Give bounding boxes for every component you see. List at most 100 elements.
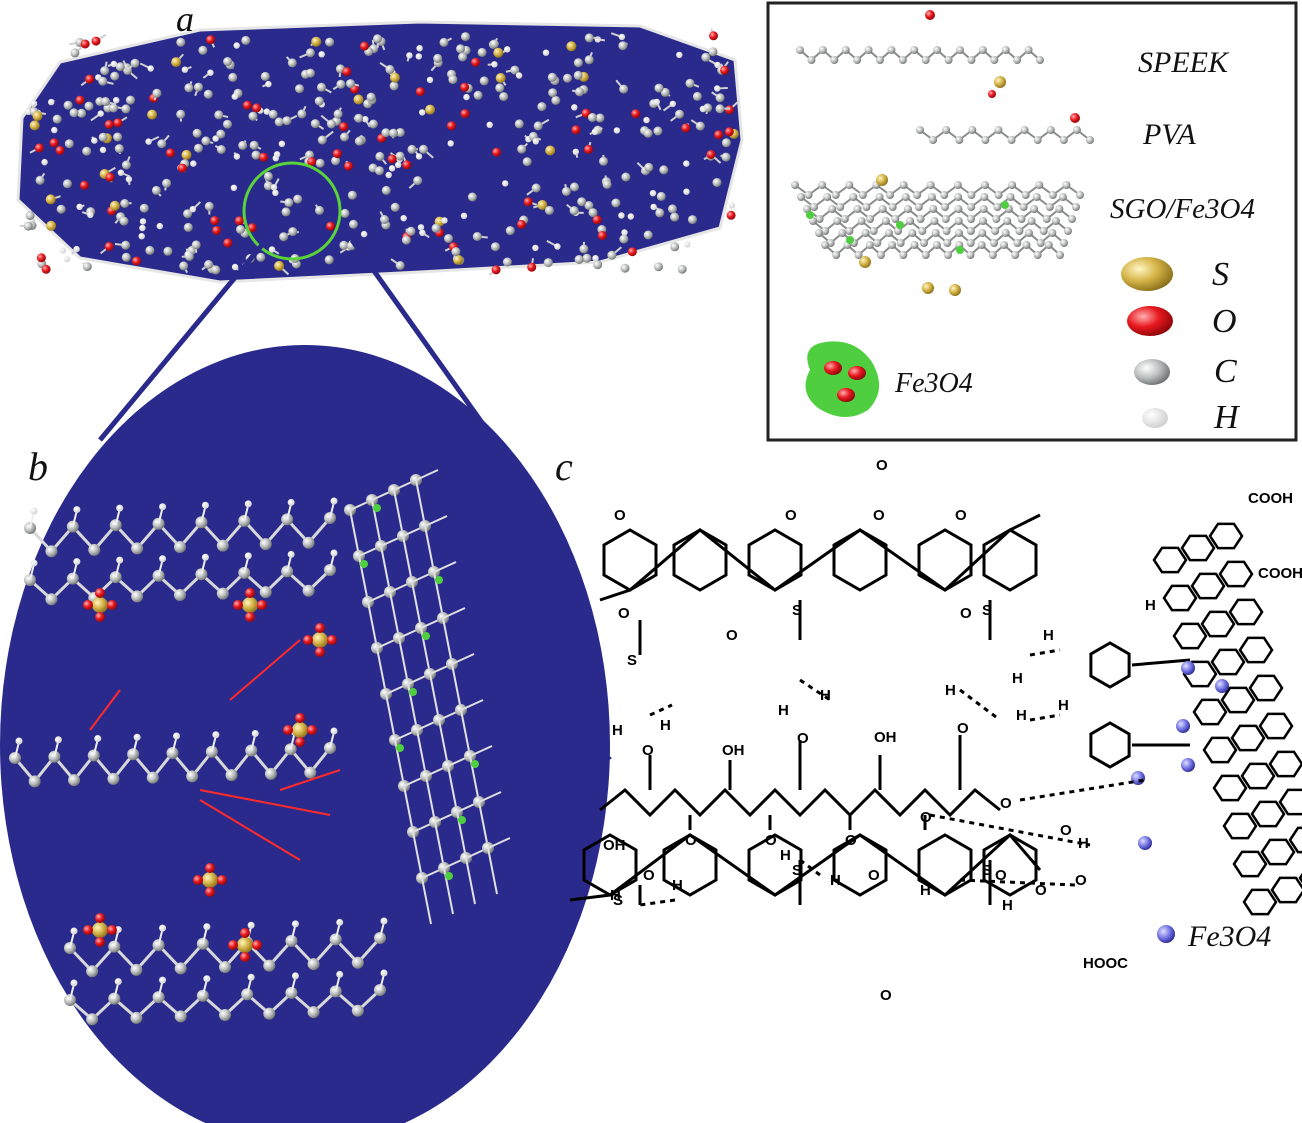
atom <box>184 251 191 258</box>
legend-speek-atom <box>990 56 999 64</box>
legend-sgo-atom <box>1003 217 1012 225</box>
speek-top-ring-bond <box>114 560 121 578</box>
atom <box>714 130 724 140</box>
legend-sgo-atom <box>1055 205 1064 213</box>
speek-bottom-chain-bond <box>334 923 341 940</box>
hydroxyl-oxygen-label: O <box>797 730 809 747</box>
legend-sgo-fe3o4 <box>896 221 904 229</box>
atom <box>444 234 453 243</box>
graphene-ring <box>1298 872 1302 884</box>
legend-sgo-atom <box>896 239 905 247</box>
atom <box>260 71 270 81</box>
legend-pva-atom <box>1072 126 1081 134</box>
atom <box>256 252 266 262</box>
graphene-ring <box>1288 826 1302 854</box>
hydrogen-bond <box>799 678 831 702</box>
legend-sgo-atom <box>901 193 910 201</box>
atom <box>592 215 602 225</box>
atom <box>223 57 233 66</box>
fe3o4-marker-legend <box>1157 925 1175 943</box>
atom <box>406 226 416 236</box>
atom <box>643 128 653 138</box>
atom <box>233 42 240 49</box>
sulfonate-oxygen <box>303 635 313 645</box>
atom <box>139 203 149 213</box>
sheet-bond <box>385 693 396 741</box>
atom <box>165 148 175 158</box>
speek-top-ring-carbon <box>259 586 272 599</box>
legend-sgo-atom <box>803 205 811 213</box>
sheet-bond <box>380 545 391 593</box>
atom <box>179 261 189 271</box>
atom <box>415 53 422 60</box>
legend-sgo-atom <box>955 229 963 237</box>
legend-sgo-fe3o4 <box>806 211 814 219</box>
legend-sgo-atom <box>815 215 824 223</box>
atom <box>463 93 470 101</box>
speek-top-ring-carbon <box>174 589 186 601</box>
atom <box>332 149 342 159</box>
atom <box>279 232 289 242</box>
pva-chain-hydrogen <box>54 736 62 744</box>
atom <box>448 75 458 85</box>
atom <box>388 165 396 172</box>
legend-sgo-atom <box>954 217 963 225</box>
atom <box>385 171 392 179</box>
legend-sgo-atom <box>906 217 915 225</box>
hydrogen-label: H <box>672 877 683 894</box>
atom <box>29 120 40 131</box>
speek-top-ring <box>747 528 803 592</box>
legend-sgo-atom <box>1032 193 1041 201</box>
atom <box>63 255 71 263</box>
atom <box>644 162 654 172</box>
speek-top-chain-hydrogen <box>116 504 124 512</box>
sulfur-label: S <box>792 862 802 879</box>
hydrogen-label: H <box>780 847 791 864</box>
graphene-ring <box>1278 788 1302 816</box>
hydroxyl-oxygen-label: O <box>920 809 932 826</box>
pva-chain-bond <box>132 738 139 755</box>
atom <box>281 207 291 217</box>
atom <box>380 215 389 224</box>
hydroxyl-label: OH <box>603 837 626 854</box>
atom <box>426 76 434 84</box>
legend-sgo-atom <box>1064 227 1072 235</box>
hydrogen-bond-line <box>279 769 341 791</box>
speek-top-chain-hydrogen <box>330 497 338 505</box>
sheet-bond <box>487 837 511 849</box>
atom <box>621 229 628 236</box>
atom <box>547 72 557 82</box>
speek-top-ring-bond <box>157 559 164 576</box>
atom <box>670 212 680 222</box>
atom <box>314 96 324 106</box>
sulfonate-oxygen <box>295 737 305 747</box>
atom <box>228 72 238 82</box>
legend-sgo-atom <box>978 229 987 237</box>
atom <box>204 201 214 211</box>
hydrogen-atom-swatch <box>1142 408 1168 428</box>
speek-bottom-ring-bond <box>246 978 253 995</box>
atom <box>340 132 349 142</box>
speek-top-ring-carbon <box>131 590 144 603</box>
legend-sgo-atom <box>1000 241 1009 249</box>
atom <box>593 260 603 270</box>
sheet-bond <box>421 877 432 925</box>
legend-sgo-atom <box>940 191 949 199</box>
sulfonate-oxygen <box>283 725 293 735</box>
legend-pva-oxygen <box>1070 113 1080 123</box>
atom <box>91 137 98 144</box>
atom <box>139 224 146 232</box>
legend-sgo-atom <box>977 241 986 249</box>
legend-sgo-atom <box>932 241 941 249</box>
atom <box>406 52 413 59</box>
speek-bottom-ring-carbon <box>219 1009 231 1021</box>
atom <box>82 146 92 156</box>
speek-bottom-ring-carbon <box>307 1006 320 1019</box>
atom <box>587 113 597 122</box>
atom <box>251 150 261 160</box>
legend-pva-atom <box>942 126 951 134</box>
sheet-bond <box>438 719 449 767</box>
legend-sgo-atom <box>921 251 930 259</box>
legend-sgo-atom <box>1058 193 1067 201</box>
cooh-label-second: COOH <box>1258 565 1302 582</box>
